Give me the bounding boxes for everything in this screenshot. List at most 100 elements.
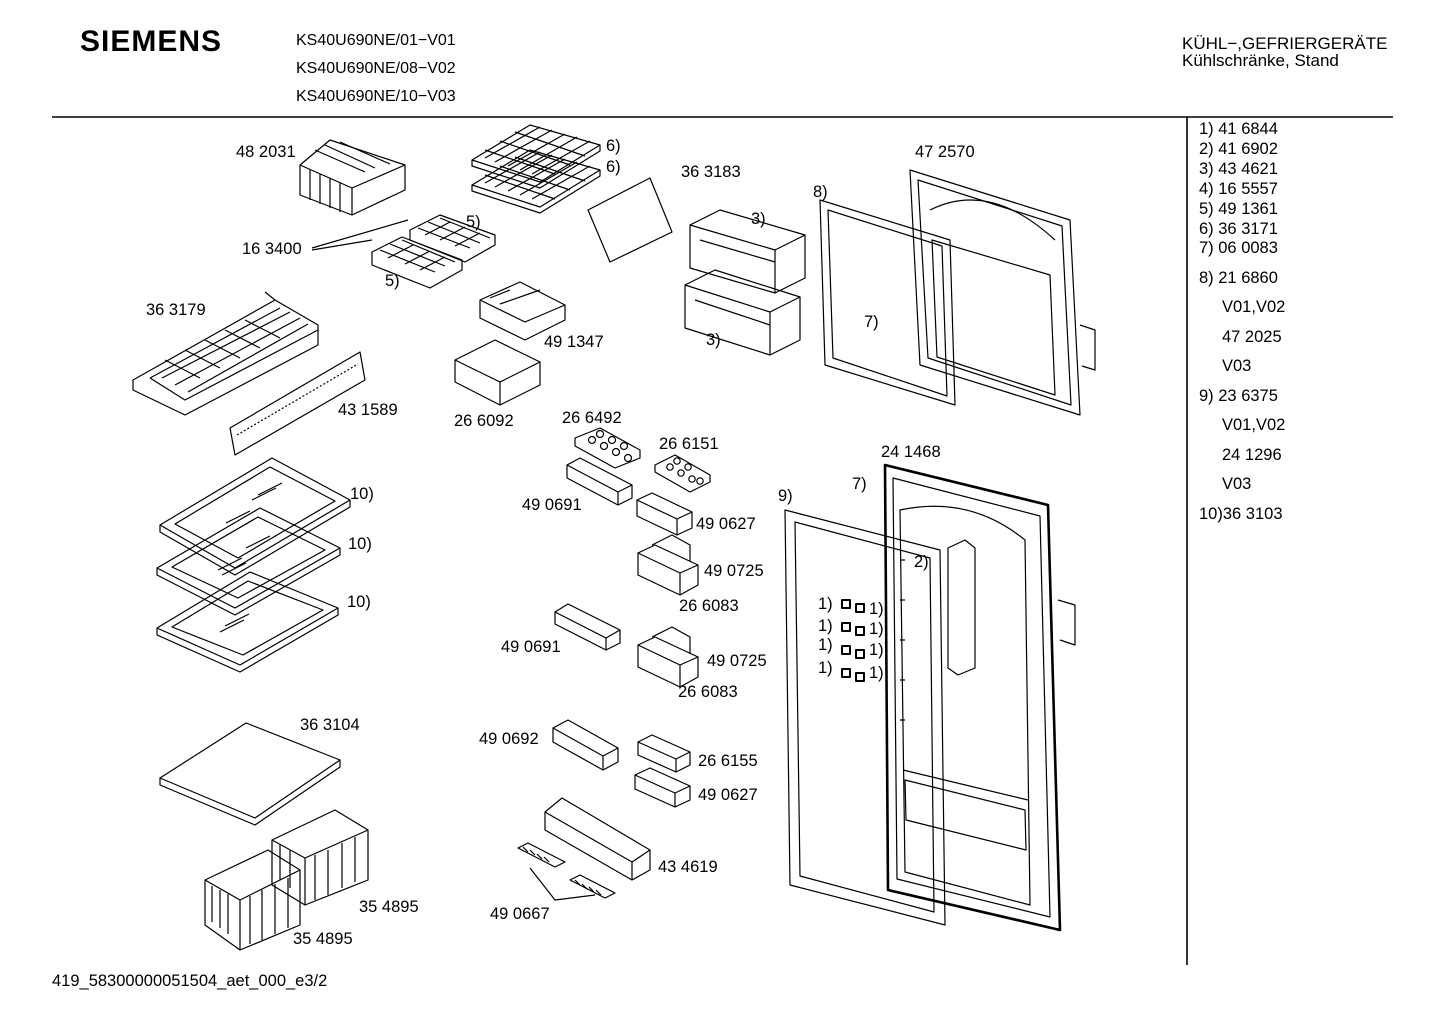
grid-shelf-lower (471, 149, 601, 214)
door-gasket-upper (819, 199, 956, 406)
model-number-3: KS40U690NE/10−V03 (296, 88, 456, 105)
legend-item: 47 2025 (1222, 328, 1282, 346)
storage-tray-part (454, 339, 541, 406)
part-label: 49 0691 (522, 496, 582, 514)
fridge-door-part (883, 463, 1076, 932)
door-bin-490691-a (566, 457, 633, 506)
part-label: 43 4619 (658, 858, 718, 876)
part-label: 10) (350, 485, 374, 503)
legend-item: 8) 21 6860 (1199, 269, 1278, 287)
glass-shelf-2 (156, 507, 341, 616)
legend-item: 24 1296 (1222, 446, 1282, 464)
part-label: 1) (818, 636, 833, 654)
legend-item: 9) 23 6375 (1199, 387, 1278, 405)
door-bin-434619 (544, 797, 651, 881)
category-subtitle: Kühlschränke, Stand (1182, 51, 1339, 70)
part-label: 36 3183 (681, 163, 741, 181)
ice-cube-tray-lower (371, 236, 463, 289)
egg-holder-part (479, 281, 566, 341)
part-label: 43 1589 (338, 401, 398, 419)
legend-item: 5) 49 1361 (1199, 200, 1278, 218)
part-label: 10) (347, 593, 371, 611)
legend-item: 10)36 3103 (1199, 505, 1283, 523)
glass-shelf-1 (159, 457, 351, 576)
part-label: 2) (914, 553, 929, 571)
egg-tray-266492 (574, 427, 641, 469)
legend-item: 6) 36 3171 (1199, 220, 1278, 238)
part-label: 36 3179 (146, 301, 206, 319)
part-label: 8) (813, 183, 828, 201)
part-label: 1) (869, 664, 884, 682)
part-label: 49 0692 (479, 730, 539, 748)
legend-item: V01,V02 (1222, 298, 1286, 316)
part-label: 35 4895 (359, 898, 419, 916)
part-label: 5) (385, 272, 400, 290)
part-label: 47 2570 (915, 143, 975, 161)
part-label: 7) (852, 475, 867, 493)
part-label: 36 3104 (300, 716, 360, 734)
legend-item: 2) 41 6902 (1199, 140, 1278, 158)
egg-tray-266151 (654, 454, 711, 493)
brand-logo: SIEMENS (80, 25, 223, 58)
part-label: 49 0667 (490, 905, 550, 923)
leader-163400-a (311, 219, 409, 249)
glass-shelf-3 (156, 571, 339, 673)
door-bin-490627-b (634, 767, 691, 808)
leader-163400-b (311, 239, 373, 251)
legend-item: 4) 16 5557 (1199, 180, 1278, 198)
legend-item: 3) 43 4621 (1199, 160, 1278, 178)
part-label: 26 6492 (562, 409, 622, 427)
part-label: 49 0627 (696, 515, 756, 533)
door-bin-490692 (552, 719, 619, 771)
part-label: 1) (818, 617, 833, 635)
part-label: 16 3400 (242, 240, 302, 258)
ice-tray-cover-part (299, 139, 406, 216)
cover-plate-part (587, 177, 673, 263)
part-label: 10) (348, 535, 372, 553)
part-label: 26 6092 (454, 412, 514, 430)
freezer-door-part (909, 169, 1096, 416)
model-number-1: KS40U690NE/01−V01 (296, 32, 456, 49)
legend-item: V03 (1222, 475, 1252, 493)
part-label: 49 0691 (501, 638, 561, 656)
part-label: 1) (869, 641, 884, 659)
category-title: KÜHL−,GEFRIERGERÄTE (1182, 34, 1388, 53)
document-code: 419_58300000051504_aet_000_e3/2 (52, 972, 328, 990)
part-label: 3) (751, 210, 766, 228)
legend-item: V03 (1222, 357, 1252, 375)
part-label: 1) (869, 620, 884, 638)
part-label: 26 6155 (698, 752, 758, 770)
part-label: 9) (778, 487, 793, 505)
front-trim-part (229, 351, 366, 456)
door-rack-lower (684, 269, 801, 356)
part-label: 1) (818, 659, 833, 677)
part-label: 3) (706, 331, 721, 349)
door-bin-490691-b (554, 603, 621, 651)
part-label: 24 1468 (881, 443, 941, 461)
door-gasket-lower (784, 509, 946, 926)
part-label: 1) (869, 600, 884, 618)
part-label: 49 1347 (544, 333, 604, 351)
door-bin-490725-a (637, 534, 699, 596)
part-label: 35 4895 (293, 930, 353, 948)
part-label: 6) (606, 137, 621, 155)
hinge-parts (841, 599, 865, 682)
part-label: 6) (606, 158, 621, 176)
legend-item: 1) 41 6844 (1199, 120, 1278, 138)
part-label: 7) (864, 313, 879, 331)
part-label: 26 6151 (659, 435, 719, 453)
legend-item: V01,V02 (1222, 416, 1286, 434)
part-label: 49 0725 (704, 562, 764, 580)
drawer-shelf-part (132, 291, 319, 416)
part-label: 5) (466, 213, 481, 231)
door-bin-490725-b (637, 626, 699, 688)
part-label: 49 0627 (698, 786, 758, 804)
part-label: 26 6083 (679, 597, 739, 615)
part-label: 26 6083 (678, 683, 738, 701)
crisper-drawer-left (204, 849, 301, 951)
model-number-2: KS40U690NE/08−V02 (296, 60, 456, 77)
part-label: 49 0725 (707, 652, 767, 670)
door-bin-490627-a (636, 492, 693, 536)
crisper-drawer-right (271, 809, 369, 906)
